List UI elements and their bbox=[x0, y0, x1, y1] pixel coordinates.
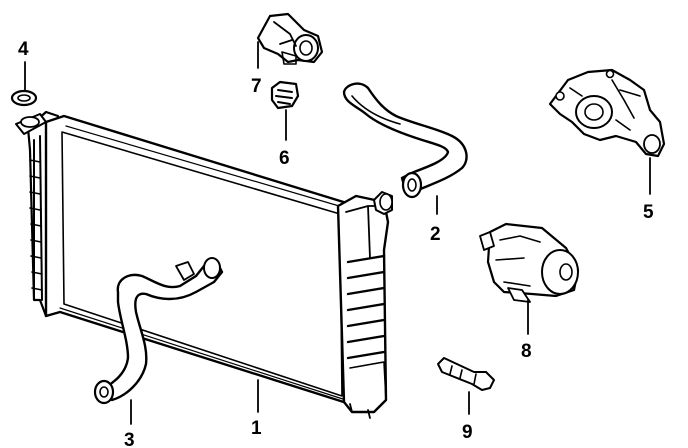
callout-6: 6 bbox=[279, 148, 290, 169]
callout-5: 5 bbox=[643, 202, 654, 223]
callout-1: 1 bbox=[251, 418, 262, 439]
water-pump bbox=[548, 68, 666, 158]
thermostat-housing bbox=[256, 12, 324, 65]
leader-lines bbox=[24, 41, 651, 425]
upper-radiator-hose bbox=[342, 82, 468, 199]
temperature-sensor bbox=[437, 357, 495, 391]
callout-7: 7 bbox=[251, 76, 262, 97]
callout-8: 8 bbox=[521, 341, 532, 362]
callout-3: 3 bbox=[124, 430, 135, 448]
lower-radiator-hose bbox=[93, 257, 224, 405]
callout-9: 9 bbox=[462, 422, 473, 443]
callout-4: 4 bbox=[18, 39, 29, 60]
callout-2: 2 bbox=[430, 224, 441, 245]
radiator bbox=[26, 110, 393, 419]
callout-labels: 4 7 6 2 5 8 9 1 3 bbox=[18, 39, 654, 448]
radiator-cap bbox=[10, 89, 47, 135]
fan-motor bbox=[479, 222, 580, 303]
thermostat bbox=[270, 80, 300, 110]
